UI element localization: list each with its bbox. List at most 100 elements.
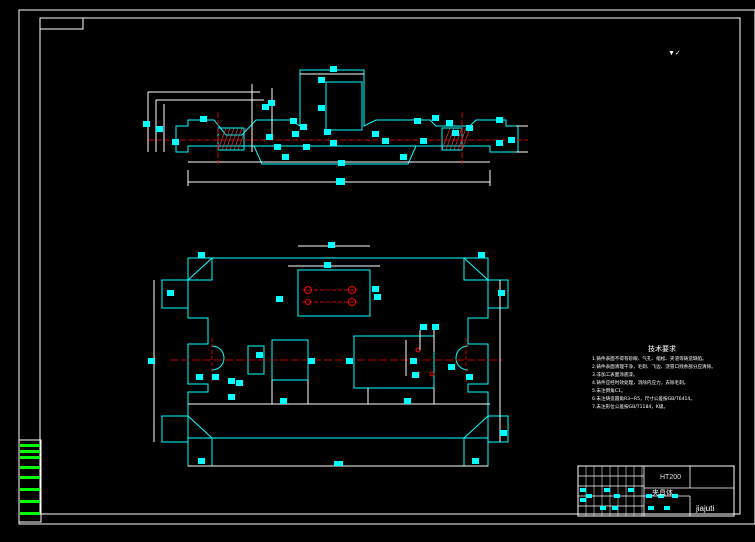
section-dimension-marker xyxy=(446,120,453,126)
plan-dimension-marker xyxy=(280,398,287,404)
plan-corner-lug xyxy=(487,279,509,309)
technical-note-line: 6.未注铸造圆角R3~R5，尺寸公差按GB/T6414。 xyxy=(592,397,695,402)
plan-dimension-marker xyxy=(236,380,243,386)
technical-notes-title: 技术要求 xyxy=(648,345,676,353)
title-block-marker xyxy=(600,506,606,510)
section-dimension-marker xyxy=(382,138,389,144)
section-hatch xyxy=(233,127,243,151)
title-block-marker xyxy=(658,494,664,498)
sidebar-mark xyxy=(20,456,40,459)
pin-hole xyxy=(415,347,421,353)
corner-label-box xyxy=(39,17,84,30)
section-lower-profile xyxy=(253,145,417,165)
sidebar-mark xyxy=(20,488,40,491)
sidebar-mark xyxy=(20,500,40,503)
section-hatch xyxy=(461,127,471,151)
section-dimension-marker xyxy=(274,144,281,150)
technical-note-line: 5.未注倒角C1。 xyxy=(592,389,626,394)
section-hatch xyxy=(229,127,239,151)
plan-dimension-marker xyxy=(472,458,479,464)
technical-note-line: 2.铸件表面清理干净，毛刺、飞边、浇冒口残余部分应清除。 xyxy=(592,365,716,370)
title-block-marker xyxy=(612,506,618,510)
plan-dimension-marker xyxy=(410,358,417,364)
title-block-marker xyxy=(672,494,678,498)
plan-dimension-marker xyxy=(374,294,381,300)
sidebar-mark xyxy=(20,466,40,469)
section-dimension-marker xyxy=(200,116,207,122)
section-dimension-marker xyxy=(262,104,269,110)
plan-dimension-marker xyxy=(212,374,219,380)
sidebar-mark xyxy=(20,512,40,515)
bolt-hole xyxy=(348,298,356,306)
section-dimension-marker xyxy=(496,140,503,146)
section-dimension-marker xyxy=(290,118,297,124)
section-dimension-marker xyxy=(330,140,337,146)
plan-dimension-marker xyxy=(198,458,205,464)
left-sidebar-box xyxy=(18,439,42,523)
sidebar-mark xyxy=(20,450,40,453)
plan-dimension-marker xyxy=(324,262,331,268)
plan-dimension-marker xyxy=(404,398,411,404)
section-dimension-marker xyxy=(414,118,421,124)
sidebar-mark xyxy=(20,476,40,479)
plan-dimension-marker xyxy=(498,290,505,296)
plan-left-bore xyxy=(211,345,225,371)
section-dimension-marker xyxy=(508,137,515,143)
surface-roughness-icon: ▼✓ xyxy=(668,50,681,57)
section-boss xyxy=(325,81,363,131)
plan-dimension-marker xyxy=(478,252,485,258)
plan-dimension-marker xyxy=(228,378,235,384)
plan-dimension-marker xyxy=(198,252,205,258)
section-hatch xyxy=(453,127,463,151)
plan-mid-right-pad xyxy=(353,335,435,389)
plan-dimension-marker xyxy=(466,374,473,380)
section-dimension-marker xyxy=(143,121,150,127)
section-hatch xyxy=(217,127,227,151)
plan-dimension-marker xyxy=(167,290,174,296)
section-dimension-marker xyxy=(303,144,310,150)
title-block-marker xyxy=(646,494,652,498)
title-block-marker xyxy=(614,494,620,498)
section-hatch xyxy=(237,127,247,151)
technical-note-line: 7.未注形位公差按GB/T1184，K级。 xyxy=(592,405,669,410)
plan-dimension-marker xyxy=(228,394,235,400)
section-dimension-marker xyxy=(372,131,379,137)
plan-view-outline xyxy=(187,257,489,439)
section-dimension-marker xyxy=(172,139,179,145)
section-dimension-marker xyxy=(432,115,439,121)
plan-dimension-marker xyxy=(448,364,455,370)
title-block-part-name: 夹具体 xyxy=(652,490,673,497)
section-dimension-marker xyxy=(266,134,273,140)
title-block-marker xyxy=(586,494,592,498)
section-dimension-marker xyxy=(300,124,307,130)
plan-dimension-marker xyxy=(196,374,203,380)
section-dimension-marker xyxy=(330,66,337,72)
section-dimension-marker xyxy=(318,105,325,111)
section-dimension-marker xyxy=(282,154,289,160)
sheet-outer-border xyxy=(18,9,755,525)
technical-note-line: 4.铸件应经时效处理，消除内应力，去除毛刺。 xyxy=(592,381,689,386)
title-block-marker xyxy=(604,488,610,492)
plan-corner-lug xyxy=(161,415,189,443)
section-dimension-marker xyxy=(452,130,459,136)
section-dimension-marker xyxy=(420,138,427,144)
title-block-company: jiajuti xyxy=(696,504,715,513)
plan-dimension-marker xyxy=(372,286,379,292)
section-dimension-marker xyxy=(268,100,275,106)
plan-dimension-marker xyxy=(276,296,283,302)
plan-dimension-marker xyxy=(500,430,507,436)
section-hatch xyxy=(221,127,231,151)
bolt-hole xyxy=(348,286,356,294)
plan-dimension-marker xyxy=(334,461,343,466)
plan-dimension-marker xyxy=(412,372,419,378)
title-block-marker xyxy=(628,488,634,492)
section-dimension-marker xyxy=(466,125,473,131)
plan-dimension-marker xyxy=(432,324,439,330)
technical-note-line: 3.非加工表面涂底漆。 xyxy=(592,373,638,378)
plan-dimension-marker xyxy=(328,242,335,248)
plan-corner-block xyxy=(463,257,489,281)
plan-top-pad xyxy=(297,269,371,317)
plan-corner-lug xyxy=(487,415,509,443)
pin-hole xyxy=(429,371,435,377)
